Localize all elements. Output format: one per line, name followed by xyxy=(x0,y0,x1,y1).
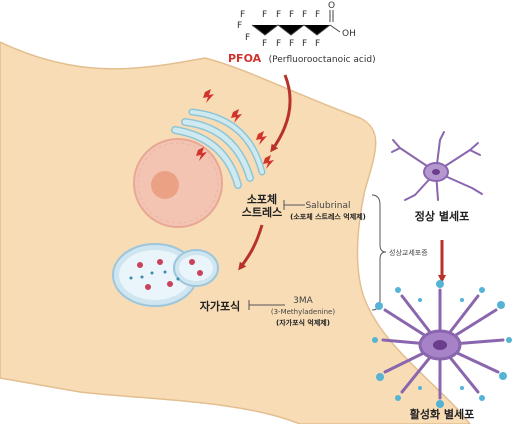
lightning-icon xyxy=(256,131,267,145)
svg-text:F: F xyxy=(245,33,250,43)
salubrinal-name: Salubrinal xyxy=(305,201,350,211)
svg-text:F: F xyxy=(289,10,294,20)
er-stress-label-line1: 소포체 xyxy=(247,192,277,206)
stress-lightning-icons xyxy=(196,89,274,169)
activated-astrocyte xyxy=(381,288,505,400)
lightning-icon xyxy=(263,155,274,169)
nucleus xyxy=(133,138,223,228)
autophagy-label: 자가포식 xyxy=(200,299,240,313)
cell-body xyxy=(0,41,471,424)
er-stress-label-line2: 스트레스 xyxy=(242,205,282,219)
pfoa-to-cell-arrow xyxy=(270,74,292,153)
svg-text:F: F xyxy=(289,39,294,49)
pfoa-molecule-atoms: F F F F F F F F F F F F F O OH xyxy=(237,1,356,49)
er-stress-to-autophagy-arrow xyxy=(238,224,264,271)
svg-text:F: F xyxy=(240,10,245,20)
ma3-role: (자가포식 억제제) xyxy=(276,318,330,327)
nucleolus xyxy=(151,171,179,199)
ma3-chemical: (3-Methyladenine) xyxy=(271,308,335,316)
crosstalk-label: 성상교세포증 xyxy=(389,248,428,257)
svg-text:F: F xyxy=(302,10,307,20)
activated-astrocyte-label: 활성화 별세포 xyxy=(410,407,475,421)
inhibition-lines xyxy=(248,200,305,310)
crosstalk-bracket xyxy=(371,194,387,311)
svg-text:F: F xyxy=(302,39,307,49)
svg-text:F: F xyxy=(276,39,281,49)
lightning-icon xyxy=(231,109,242,123)
salubrinal-role: (소포체 스트레스 억제제) xyxy=(290,212,366,221)
svg-text:F: F xyxy=(237,21,242,31)
autophagosome xyxy=(112,243,219,307)
endoplasmic-reticulum xyxy=(171,108,266,189)
pfoa-label: PFOA (Perfluorooctanoic acid) xyxy=(228,52,376,65)
svg-text:O: O xyxy=(328,1,335,11)
ma3-name: 3MA xyxy=(293,296,313,306)
svg-text:F: F xyxy=(262,10,267,20)
normal-astrocyte-label: 정상 별세포 xyxy=(415,209,469,223)
svg-text:OH: OH xyxy=(342,29,356,39)
svg-text:F: F xyxy=(315,10,320,20)
svg-text:F: F xyxy=(262,39,267,49)
svg-text:F: F xyxy=(276,10,281,20)
lightning-icon xyxy=(196,147,207,161)
lightning-icon xyxy=(203,89,214,103)
svg-text:F: F xyxy=(315,39,320,49)
normal-astrocyte xyxy=(391,131,483,201)
pfoa-molecule-structure xyxy=(251,10,341,36)
activated-astrocyte-dots xyxy=(372,280,512,408)
